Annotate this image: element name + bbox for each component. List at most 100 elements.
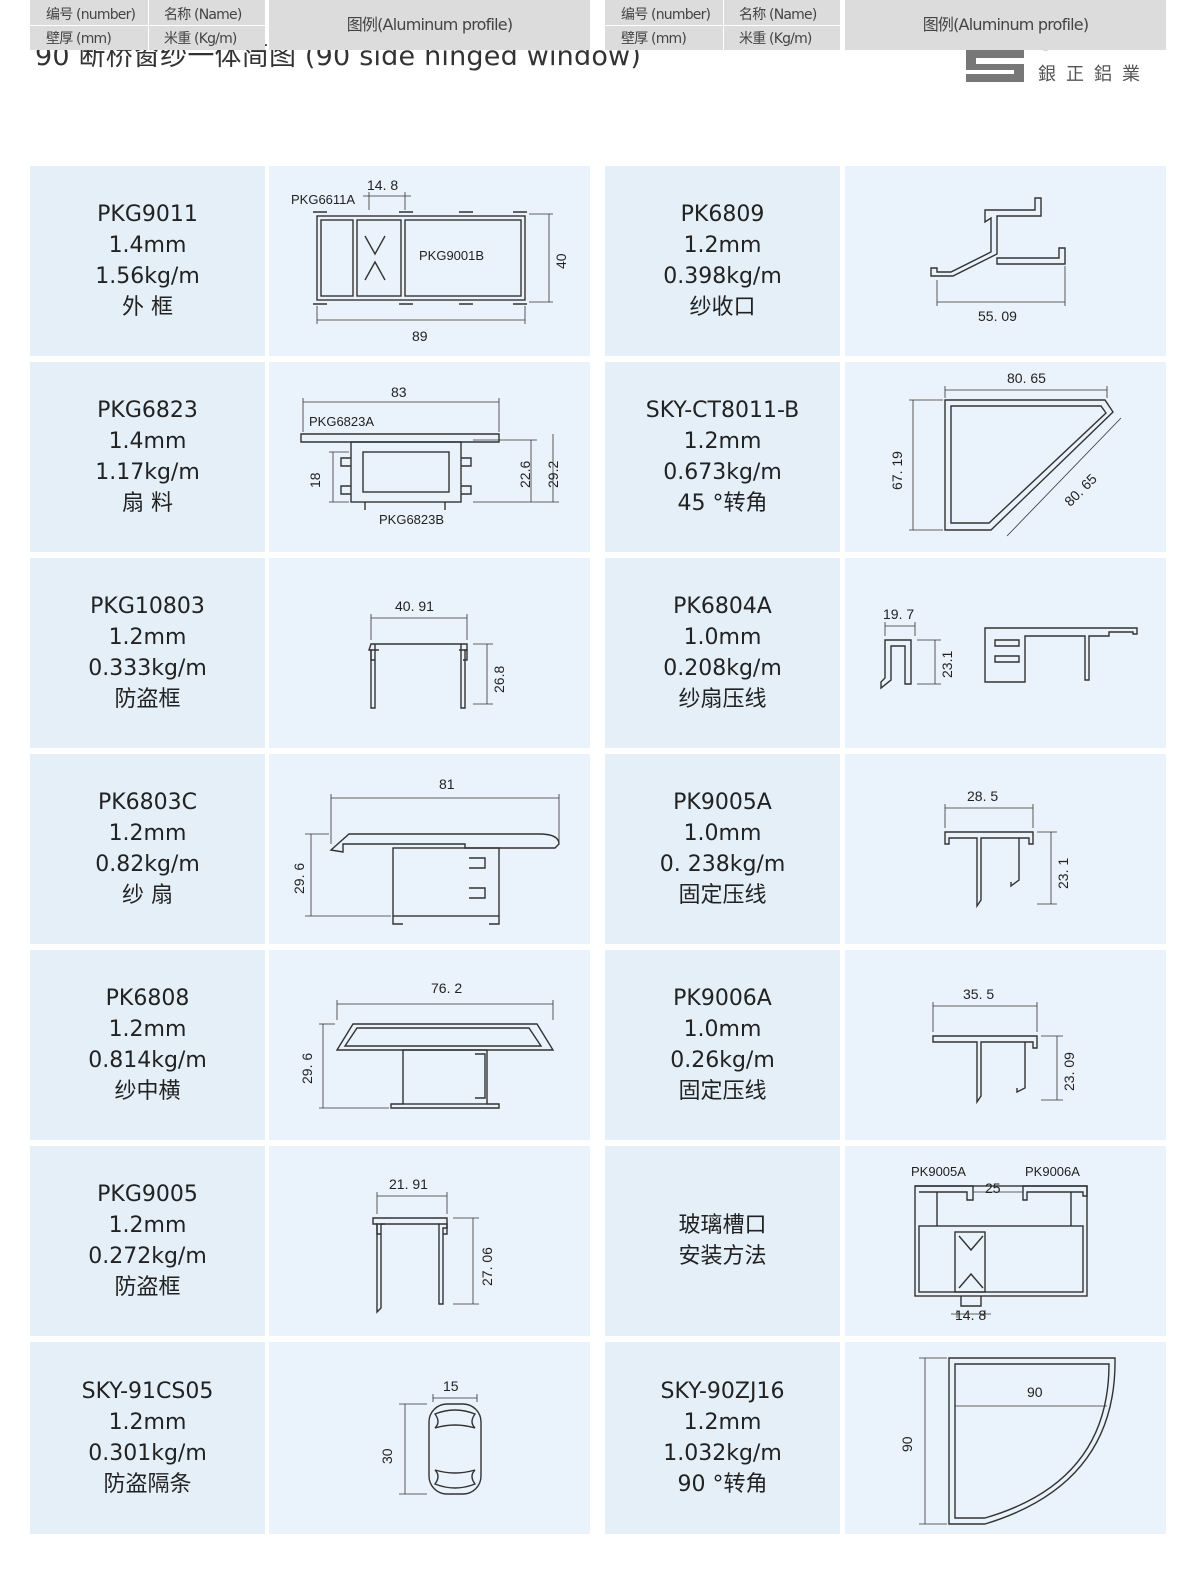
dim-height-label: 67. 19: [889, 451, 905, 490]
profile-info-pk6804a: PK6804A 1.0mm 0.208kg/m 纱扇压线: [605, 558, 840, 748]
dim-width-label: 35. 5: [963, 986, 995, 1002]
profile-weight: 0.333kg/m: [88, 656, 207, 681]
label-pkg6823b: PKG6823B: [379, 512, 445, 527]
glass-groove-install-drawing: PK9005A PK9006A 25 14. 8: [845, 1146, 1166, 1336]
dim-width-label: 80. 65: [1007, 370, 1046, 386]
profile-code: PK6803C: [97, 790, 198, 815]
dim-width-label: 55. 09: [978, 308, 1017, 324]
dim-height-label: 29. 6: [299, 1052, 315, 1084]
profile-drawing-pkg10803: 40. 91 26.8: [269, 558, 590, 748]
profile-code: SKY-91CS05: [81, 1379, 214, 1404]
profile-name: 纱收口: [689, 295, 756, 320]
label-pkg6611a: PKG6611A: [291, 192, 356, 207]
dim-height-label: 30: [379, 1448, 395, 1464]
profile-name: 固定压线: [678, 1079, 767, 1104]
profile-name: 扇 料: [122, 491, 173, 516]
dim-height-label: 26.8: [491, 665, 507, 693]
profile-info-sky-ct8011-b: SKY-CT8011-B 1.2mm 0.673kg/m 45 °转角: [605, 362, 840, 552]
header-weight: 米重 (Kg/m): [739, 31, 812, 47]
profile-thickness: 1.0mm: [683, 625, 762, 650]
profile-code: PK6808: [105, 986, 190, 1011]
profile-code: PKG9005: [97, 1182, 198, 1207]
profile-drawing-pk6803c: 81 29. 6: [269, 754, 590, 944]
dim-width-label: 15: [443, 1378, 459, 1394]
profile-name: 90 °转角: [677, 1472, 768, 1497]
pkg9011-profile-shape: [313, 192, 553, 324]
pkg9005-profile-shape: [372, 1192, 479, 1314]
pk6803c-profile-shape: [305, 794, 560, 925]
profile-weight: 0.82kg/m: [95, 852, 200, 877]
profile-thickness: 1.2mm: [108, 625, 187, 650]
dim-width-label: 90: [1027, 1384, 1043, 1400]
profile-name: 纱 扇: [122, 883, 173, 908]
profile-info-pkg9011: PKG9011 1.4mm 1.56kg/m 外 框: [30, 166, 265, 356]
profile-weight: 0.301kg/m: [88, 1441, 207, 1466]
profile-thickness: 1.2mm: [108, 1017, 187, 1042]
dim-groove-width-label: 25: [985, 1180, 1001, 1196]
profile-weight: 0.814kg/m: [88, 1048, 207, 1073]
profile-info-pkg9005: PKG9005 1.2mm 0.272kg/m 防盗框: [30, 1146, 265, 1336]
pk9005a-profile-shape: [944, 804, 1057, 909]
header-number: 编号 (number): [46, 7, 136, 23]
profile-code: PK9005A: [673, 790, 772, 815]
profile-drawing-pk6804a: 19. 7 23.1: [845, 558, 1166, 748]
profile-thickness: 1.2mm: [108, 821, 187, 846]
header-weight: 米重 (Kg/m): [164, 31, 237, 47]
profile-drawing-sky-90zj16: 90 90: [845, 1342, 1166, 1534]
profile-code: PKG10803: [90, 594, 205, 619]
dim-inner-height-label: 18: [307, 472, 323, 488]
install-title-line1: 玻璃槽口: [678, 1213, 767, 1238]
profile-name: 防盗框: [114, 687, 181, 712]
profile-weight: 1.032kg/m: [663, 1441, 782, 1466]
header-thickness: 壁厚 (mm): [46, 31, 112, 47]
header-number: 编号 (number): [621, 7, 711, 23]
dim-width-label: 21. 91: [389, 1176, 428, 1192]
sky-ct8011-b-profile-shape: [909, 386, 1122, 537]
dim-height-label: 40: [553, 253, 569, 269]
glass-groove-install-info: 玻璃槽口 安装方法: [605, 1146, 840, 1336]
profile-thickness: 1.2mm: [683, 233, 762, 258]
header-thickness: 壁厚 (mm): [621, 31, 687, 47]
header-name: 名称 (Name): [164, 7, 242, 23]
profile-code: PKG9011: [97, 202, 198, 227]
pk6809-profile-shape: [930, 197, 1066, 306]
profile-name: 外 框: [122, 295, 173, 320]
profile-drawing-pk9006a: 35. 5 23. 09: [845, 950, 1166, 1140]
sky-91cs05-profile-shape: [399, 1394, 482, 1495]
dim-height-label: 90: [899, 1436, 915, 1452]
profile-info-pk9006a: PK9006A 1.0mm 0.26kg/m 固定压线: [605, 950, 840, 1140]
profile-info-pk9005a: PK9005A 1.0mm 0. 238kg/m 固定压线: [605, 754, 840, 944]
profile-code: SKY-90ZJ16: [660, 1379, 785, 1404]
pk6808-profile-shape: [319, 1000, 555, 1109]
profile-drawing-pk6808: 76. 2 29. 6: [269, 950, 590, 1140]
label-pk9006a: PK9006A: [1025, 1164, 1080, 1179]
profile-weight: 1.17kg/m: [95, 460, 200, 485]
profile-info-pk6809: PK6809 1.2mm 0.398kg/m 纱收口: [605, 166, 840, 356]
dim-width-label: 28. 5: [967, 788, 999, 804]
label-pk9005a: PK9005A: [911, 1164, 966, 1179]
header-name: 名称 (Name): [739, 7, 817, 23]
profile-code: SKY-CT8011-B: [645, 398, 800, 423]
profile-drawing-sky-91cs05: 15 30: [269, 1342, 590, 1534]
profile-code: PK6809: [680, 202, 765, 227]
header-left-figure: 图例(Aluminum profile): [269, 0, 590, 50]
dim-height-label: 23.1: [939, 650, 955, 678]
glass-groove-assembly-shape: [914, 1185, 1088, 1318]
dim-bottom-width-label: 14. 8: [955, 1307, 987, 1323]
dim-width-label: 14. 8: [367, 177, 399, 193]
profile-drawing-pk6809: 55. 09: [845, 166, 1166, 356]
profile-name: 纱扇压线: [678, 687, 767, 712]
profile-thickness: 1.2mm: [683, 1410, 762, 1435]
header-right-info: 编号 (number) 名称 (Name) 壁厚 (mm) 米重 (Kg/m): [605, 0, 840, 50]
profile-thickness: 1.2mm: [683, 429, 762, 454]
profile-code: PK9006A: [673, 986, 772, 1011]
dim-total-height-label: 29.2: [545, 460, 561, 488]
label-pkg9001b: PKG9001B: [419, 248, 485, 263]
dim-height-label: 27. 06: [479, 1247, 495, 1286]
dim-width-label: 19. 7: [883, 606, 915, 622]
profile-weight: 0.398kg/m: [663, 264, 782, 289]
dim-total-width-label: 89: [412, 328, 428, 344]
profile-thickness: 1.2mm: [108, 1213, 187, 1238]
profile-code: PK6804A: [673, 594, 772, 619]
dim-width-label: 83: [391, 384, 407, 400]
